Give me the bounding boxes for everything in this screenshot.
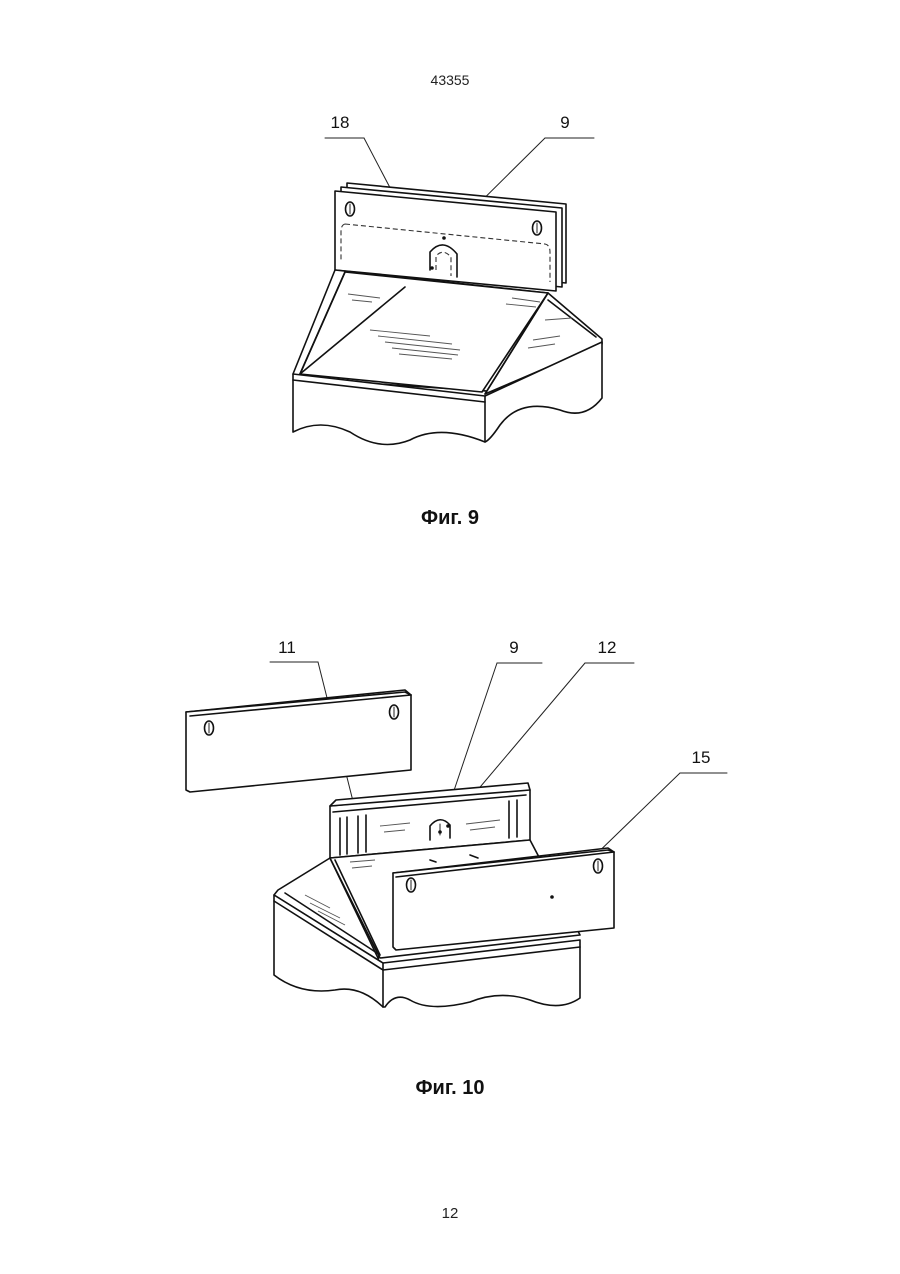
figure-10: 11 9 12 15 Фиг. 10 — [0, 0, 900, 1130]
callout-12: 12 — [598, 638, 617, 658]
figure-10-drawing — [0, 0, 900, 1130]
callout-15: 15 — [692, 748, 711, 768]
page-number: 12 — [0, 1205, 900, 1222]
figure-10-caption: Фиг. 10 — [0, 1077, 900, 1100]
callout-11: 11 — [278, 638, 296, 658]
callout-9: 9 — [509, 638, 518, 658]
